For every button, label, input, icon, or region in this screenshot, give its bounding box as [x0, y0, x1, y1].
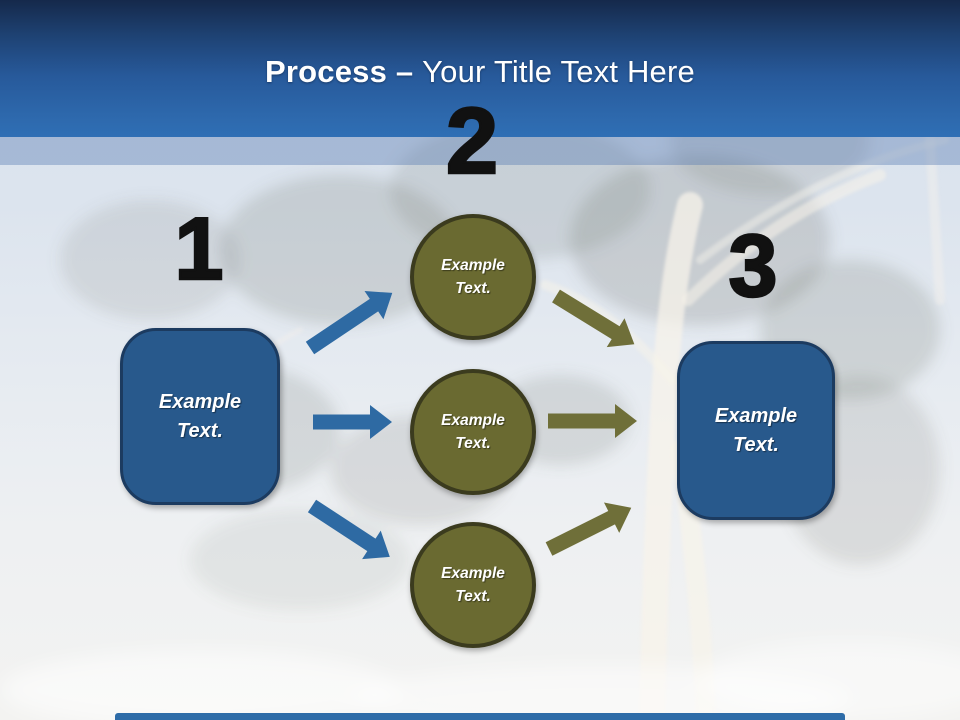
process-circle-middle[interactable]: Example Text.: [410, 369, 536, 495]
title-bar: Process – Your Title Text Here: [0, 0, 960, 137]
header-translucent-band: [0, 137, 960, 165]
process-box-right[interactable]: Example Text.: [677, 341, 835, 520]
process-circle-middle-label-line2: Text.: [455, 435, 491, 452]
step-number-3: 3: [727, 216, 778, 315]
step-number-2: 2: [445, 88, 500, 193]
process-circle-bottom-label-line2: Text.: [455, 588, 491, 605]
process-circle-bottom[interactable]: Example Text.: [410, 522, 536, 648]
process-circle-middle-label-line1: Example: [441, 411, 505, 429]
process-box-right-label-line2: Text.: [733, 433, 779, 456]
process-circle-top-label-line2: Text.: [455, 280, 491, 297]
process-circle-bottom-label-line1: Example: [441, 564, 505, 582]
slide-title[interactable]: Process – Your Title Text Here: [0, 54, 960, 90]
slide-title-bold: Process –: [265, 54, 414, 89]
process-box-right-label-line1: Example: [714, 404, 798, 427]
footer-accent-bar: [115, 713, 845, 720]
process-box-left-label-line1: Example: [158, 390, 242, 413]
process-circle-top[interactable]: Example Text.: [410, 214, 536, 340]
process-box-left[interactable]: Example Text.: [120, 328, 280, 505]
process-circle-top-label-line1: Example: [441, 256, 505, 274]
step-number-1: 1: [173, 199, 224, 298]
process-box-left-label-line2: Text.: [177, 419, 223, 442]
slide-title-rest: Your Title Text Here: [422, 54, 695, 89]
